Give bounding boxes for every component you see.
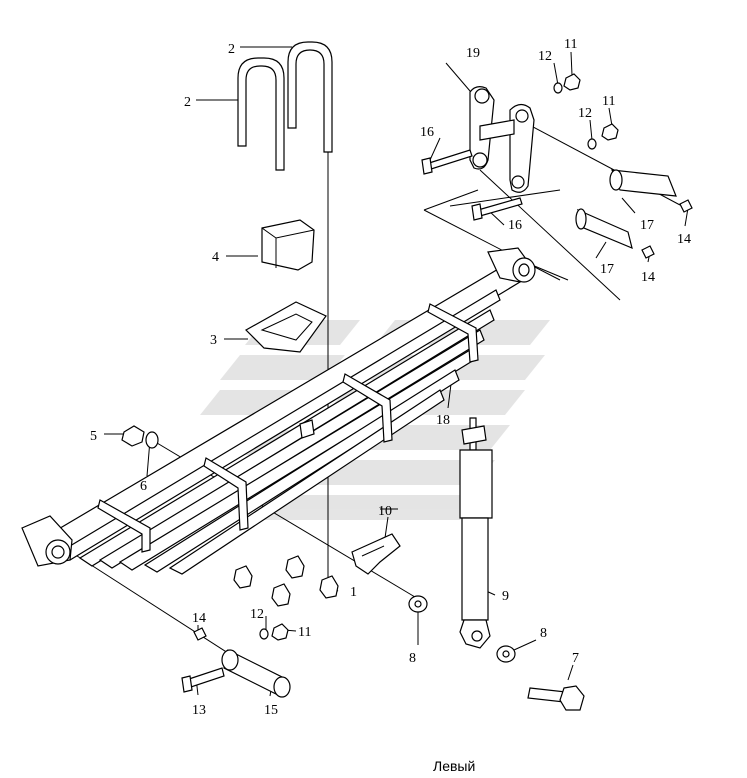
callout-8-left: 8 [409, 651, 416, 666]
callout-4: 4 [212, 250, 219, 265]
spring-clips [97, 303, 479, 553]
callout-11-mid: 11 [602, 94, 615, 109]
rubber-bushings [233, 555, 339, 607]
callout-2-front: 2 [184, 95, 191, 110]
u-bolt-rear [287, 41, 333, 153]
callout-11-bottom: 11 [298, 625, 311, 640]
callout-5: 5 [90, 429, 97, 444]
shackle-pins [575, 169, 677, 250]
callout-19: 19 [466, 46, 480, 61]
callout-16-lower: 16 [508, 218, 522, 233]
shock-washers [408, 595, 516, 663]
callout-15: 15 [264, 703, 278, 718]
callout-14-left: 14 [192, 611, 206, 626]
shackle-crossbar [479, 119, 515, 141]
callout-18: 18 [436, 413, 450, 428]
grease-fittings [193, 199, 693, 641]
callout-8-right: 8 [540, 626, 547, 641]
front-spring-pin [221, 649, 291, 698]
callout-9: 9 [502, 589, 509, 604]
shock-absorber-bracket [351, 533, 401, 575]
spring-pad [245, 301, 327, 353]
callout-6: 6 [140, 479, 147, 494]
callout-11-top: 11 [564, 37, 577, 52]
rubber-bump-stop [261, 219, 315, 271]
shackle-bolt-lower [471, 197, 523, 221]
shackle-plate-outer [509, 103, 535, 193]
callout-17-lower: 17 [600, 262, 614, 277]
shock-absorber [459, 417, 493, 649]
callout-1: 1 [350, 585, 357, 600]
callout-2-rear: 2 [228, 42, 235, 57]
callout-10: 10 [378, 504, 392, 519]
callout-12-mid: 12 [578, 106, 592, 121]
diagram-caption: Левый [433, 758, 475, 774]
nuts-and-washers [121, 73, 619, 641]
callout-7: 7 [572, 651, 579, 666]
centre-nut [299, 419, 315, 439]
callout-14-right: 14 [677, 232, 691, 247]
callout-3: 3 [210, 333, 217, 348]
callout-12-top: 12 [538, 49, 552, 64]
callout-13: 13 [192, 703, 206, 718]
front-spring-eye [21, 515, 73, 567]
callout-labels: 1 2 2 3 4 5 6 7 8 8 9 10 11 11 11 12 12 … [90, 37, 691, 718]
shock-bolt [527, 685, 585, 711]
rear-spring-eye [487, 247, 536, 283]
callout-12-bottom: 12 [250, 607, 264, 622]
shackle-bolt-upper [421, 149, 473, 175]
callout-17-upper: 17 [640, 218, 654, 233]
front-bolt [181, 667, 225, 693]
leaf-spring-pack [39, 267, 522, 575]
callout-16-upper: 16 [420, 125, 434, 140]
u-bolt-front [237, 57, 285, 171]
callout-14-mid: 14 [641, 270, 655, 285]
